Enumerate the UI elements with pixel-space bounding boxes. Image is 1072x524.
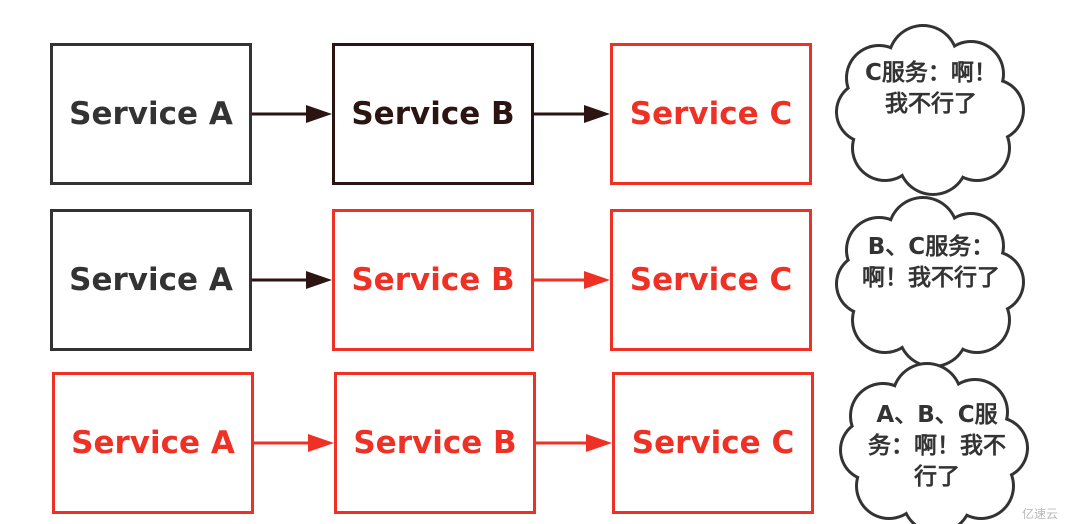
service-label: Service B (351, 262, 515, 298)
service-label: Service B (351, 96, 515, 132)
service-label: Service A (69, 262, 233, 298)
row1-service-c-box: Service C (610, 43, 812, 185)
arrow-head (306, 105, 332, 123)
service-label: Service A (71, 425, 235, 461)
row3-service-c-box: Service C (612, 372, 814, 514)
service-label: Service B (353, 425, 517, 461)
service-label: Service C (629, 262, 793, 298)
row3-service-a-box: Service A (52, 372, 254, 514)
service-label: Service A (69, 96, 233, 132)
row2-speech-cloud (835, 196, 1025, 368)
row2-service-a-box: Service A (50, 209, 252, 351)
row2-service-b-box: Service B (332, 209, 534, 351)
row2-cloud-text: B、C服务：啊！我不行了 (862, 234, 1000, 291)
cloud-fill-bump (878, 389, 992, 503)
row1-service-b-box: Service B (332, 43, 534, 185)
arrow-head (584, 271, 610, 289)
row1-service-a-box: Service A (50, 43, 252, 185)
arrow-head (584, 105, 610, 123)
watermark: 亿速云 (1021, 507, 1058, 521)
arrow-head (308, 434, 334, 452)
row3-speech-cloud (839, 362, 1029, 524)
cloud-fill-bump (874, 51, 988, 165)
row3-cloud-text: A、B、C服务：啊！我不行了 (868, 402, 1006, 490)
row1-cloud-text: C服务：啊！我不行了 (865, 60, 997, 117)
arrow-head (306, 271, 332, 289)
service-label: Service C (629, 96, 793, 132)
arrow-head (586, 434, 612, 452)
service-label: Service C (631, 425, 795, 461)
row3-service-b-box: Service B (334, 372, 536, 514)
row2-service-c-box: Service C (610, 209, 812, 351)
cloud-fill-bump (874, 223, 988, 337)
row1-speech-cloud (835, 24, 1025, 196)
